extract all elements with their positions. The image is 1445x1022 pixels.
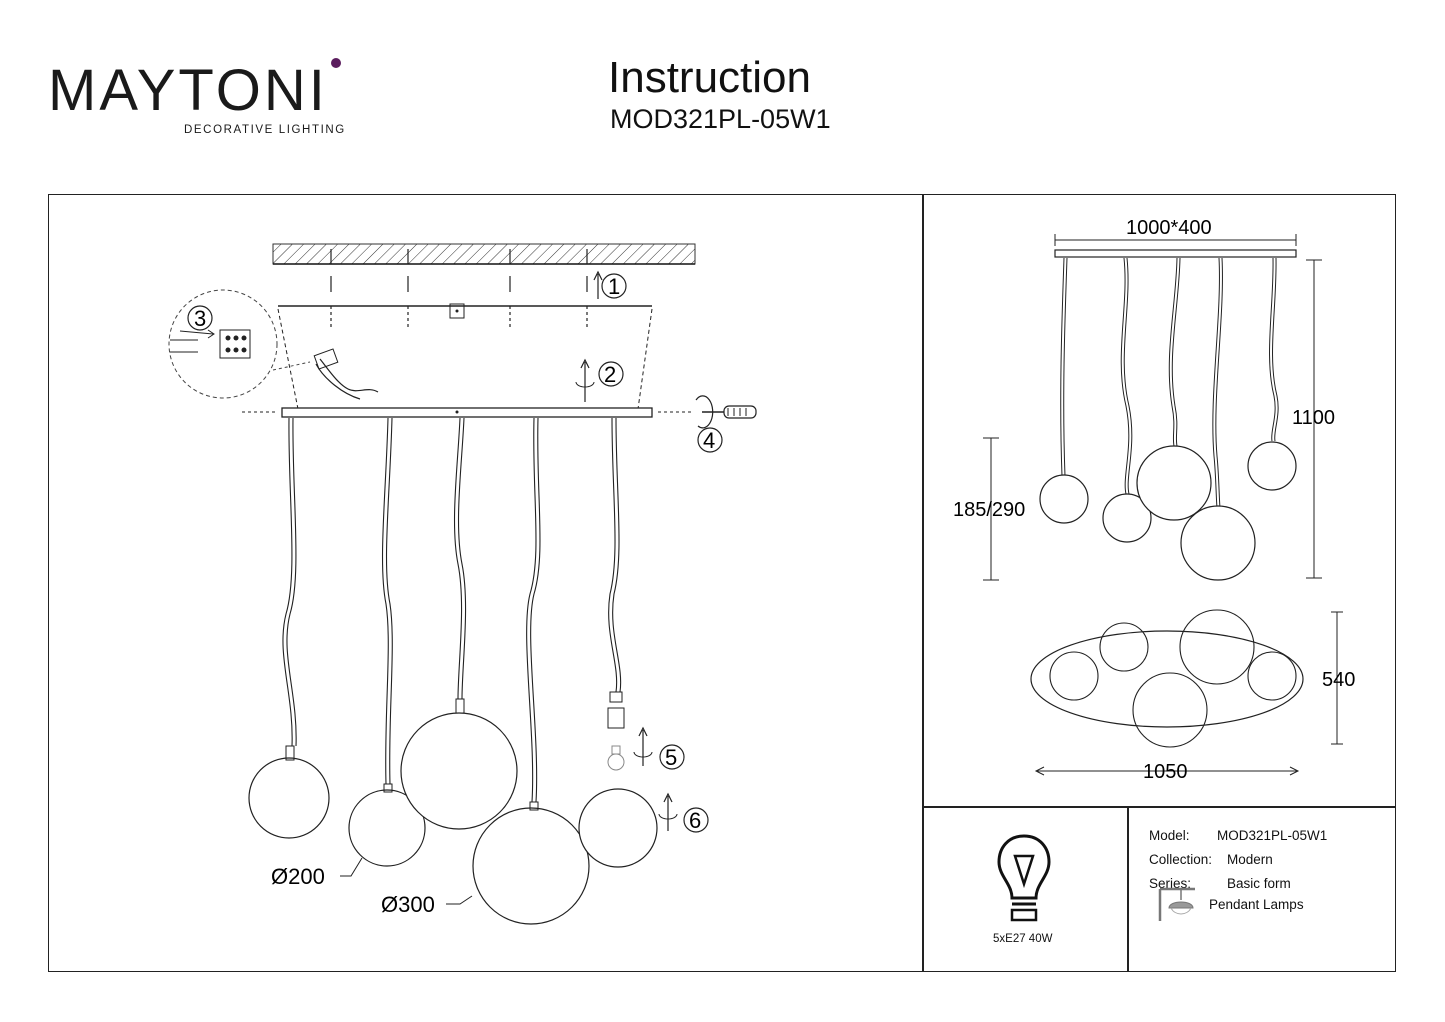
brand-logo: MAYTONI	[48, 62, 328, 120]
brand-logo-part: M	[48, 58, 100, 123]
globes-side	[1039, 441, 1297, 581]
top-view	[1030, 609, 1304, 748]
collection-value: Modern	[1227, 852, 1273, 867]
step-number: 3	[194, 306, 206, 331]
diameter-large-label: Ø300	[381, 892, 435, 917]
document-title: Instruction	[608, 53, 811, 102]
height-dimension: 1100	[1292, 407, 1335, 429]
ceiling-screws	[330, 249, 588, 329]
step-number: 5	[665, 745, 677, 770]
lamp-spec: 5xE27 40W	[993, 933, 1053, 945]
step-number: 4	[703, 428, 715, 453]
socket-caps	[285, 691, 625, 811]
step-number: 2	[604, 362, 616, 387]
type-value: Pendant Lamps	[1209, 897, 1304, 912]
step-number: 6	[689, 808, 701, 833]
terminal-detail: 3	[168, 289, 278, 399]
info-divider	[1127, 806, 1129, 972]
vertical-divider	[922, 194, 924, 972]
glass-globes	[248, 712, 658, 925]
assembly-diagram: 1 3 2	[168, 243, 757, 925]
depth-dimension: 540	[1322, 669, 1355, 691]
step-number: 1	[608, 274, 620, 299]
series-value: Basic form	[1227, 876, 1291, 891]
drawing-frame	[48, 194, 1396, 972]
drop-dimension: 185/290	[953, 499, 1025, 521]
series-label: Series:	[1149, 876, 1192, 891]
cords-side	[1060, 257, 1279, 509]
canopy-dimension: 1000*400	[1126, 217, 1212, 239]
pendant-cords	[282, 417, 622, 803]
ceiling	[272, 243, 696, 265]
document-model: MOD321PL-05W1	[610, 104, 831, 134]
bulb-detail	[607, 745, 625, 771]
pendant-lamp-icon	[1158, 887, 1195, 921]
collection-label: Collection:	[1149, 852, 1213, 867]
brand-subtitle: DECORATIVE LIGHTING	[184, 124, 346, 136]
brand-logo-part: I	[308, 58, 328, 123]
logo-dot-icon	[331, 58, 341, 68]
mounting-bracket	[277, 303, 653, 410]
dimension-diagram: 1000*400 1100 185/290 540	[953, 217, 1355, 783]
light-bulb-icon	[997, 834, 1051, 922]
brand-logo-part: AYTON	[99, 58, 309, 123]
canopy-side	[1054, 249, 1297, 258]
model-value: MOD321PL-05W1	[1217, 828, 1328, 843]
horizontal-divider	[922, 806, 1396, 808]
model-label: Model:	[1149, 828, 1190, 843]
screwdriver-icon	[695, 395, 757, 429]
canopy	[242, 407, 693, 418]
diameter-small-label: Ø200	[271, 864, 325, 889]
width-dimension: 1050	[1143, 761, 1188, 783]
